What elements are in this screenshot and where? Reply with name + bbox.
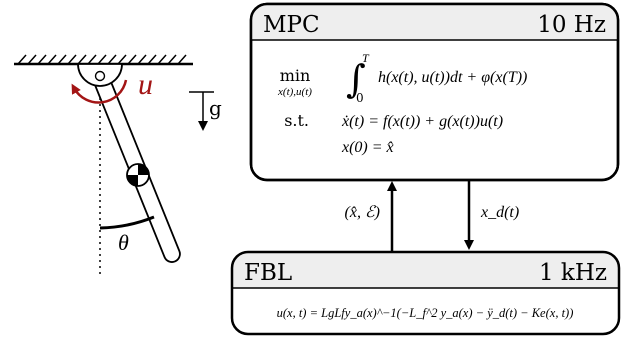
desired-output-label: x_d(t) bbox=[480, 204, 519, 221]
dynamics-constraint: ẋ(t) = f(x(t)) + g(x(t))u(t) bbox=[341, 113, 503, 130]
initial-condition-constraint: x(0) = x̂ bbox=[341, 139, 394, 156]
fbl-rate: 1 kHz bbox=[539, 260, 607, 286]
fbl-title: FBL bbox=[244, 260, 292, 286]
angle-arc bbox=[99, 215, 155, 230]
mpc-title: MPC bbox=[263, 12, 320, 38]
mpc-block: MPC 10 Hz min x(t),u(t) ∫ T 0 h(x(t), u(… bbox=[249, 2, 620, 182]
mpc-min-operator: min bbox=[280, 66, 311, 85]
center-of-mass-icon bbox=[126, 163, 150, 187]
ceiling-hatch bbox=[14, 54, 193, 66]
fbl-control-law: u(x, t) = LgLfy_a(x)^−1(−L_f^2 y_a(x) − … bbox=[277, 306, 574, 320]
mpc-min-subscript: x(t),u(t) bbox=[277, 86, 312, 98]
angle-label: θ bbox=[118, 230, 129, 255]
fbl-block: FBL 1 kHz u(x, t) = LgLfy_a(x)^−1(−L_f^2… bbox=[230, 250, 621, 336]
subject-to-label: s.t. bbox=[284, 111, 309, 130]
integral-sign: ∫ bbox=[346, 57, 366, 101]
gravity-label: g bbox=[209, 96, 222, 120]
integral-upper-limit: T bbox=[362, 51, 370, 65]
pendulum-figure: u θ bbox=[14, 54, 193, 275]
mpc-rate: 10 Hz bbox=[537, 12, 606, 38]
state-estimate-label: (x̂, ℰ) bbox=[345, 204, 380, 221]
integral-lower-limit: 0 bbox=[356, 91, 364, 105]
control-input-label: u bbox=[138, 68, 153, 101]
pivot-joint bbox=[94, 70, 106, 82]
gravity-indicator: g bbox=[189, 91, 222, 131]
mpc-objective: h(x(t), u(t))dt + φ(x(T)) bbox=[378, 69, 527, 86]
control-torque-arrow bbox=[71, 79, 128, 104]
feedback-arrows: (x̂, ℰ) x_d(t) bbox=[345, 181, 519, 251]
